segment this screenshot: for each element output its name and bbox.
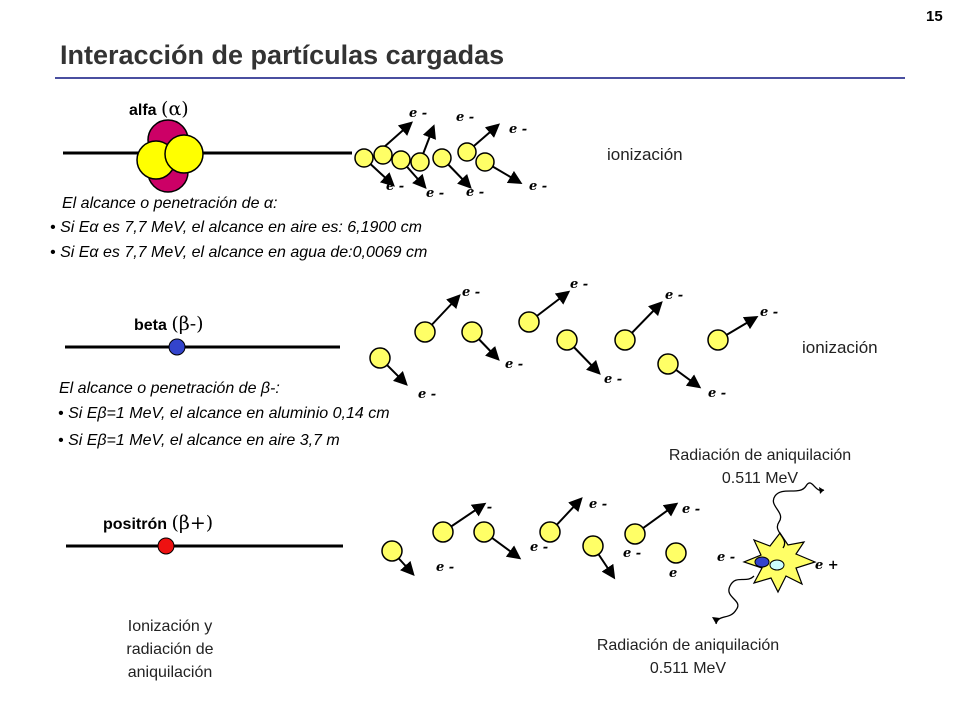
- alpha-bullet-text: Si Eα es 7,7 MeV, el alcance en aire es:…: [60, 219, 422, 236]
- annihilation-flash-icon: [742, 531, 817, 594]
- beta-bullet-text: Si Eβ=1 MeV, el alcance en aluminio 0,14…: [68, 405, 390, 422]
- electron-label: e -: [529, 179, 548, 194]
- electron-label: e -: [466, 185, 485, 200]
- electron-label: e -: [456, 110, 475, 125]
- alpha-bullet: • Si Eα es 7,7 MeV, el alcance en aire e…: [50, 219, 422, 237]
- positron-label-group: positrón (β+): [103, 512, 213, 534]
- electron-label: e -: [386, 179, 405, 194]
- electron-label: e -: [760, 305, 779, 320]
- bullet-icon: •: [58, 432, 64, 449]
- beta-bullet-text: Si Eβ=1 MeV, el alcance en aire 3,7 m: [68, 432, 340, 449]
- electron-label: e -: [530, 540, 549, 555]
- positron-result-line: Ionización y: [127, 618, 213, 635]
- electron-label: e -: [462, 285, 481, 300]
- beta-result: ionización: [802, 338, 878, 357]
- positron-label-text: positrón: [103, 516, 167, 533]
- alpha-symbol: (α): [161, 98, 189, 120]
- beta-range-title: El alcance o penetración de β-:: [59, 380, 280, 397]
- title-underline: [55, 77, 905, 79]
- beta-bullet: • Si Eβ=1 MeV, el alcance en aluminio 0,…: [58, 405, 390, 423]
- beta-label-text: beta: [134, 317, 167, 334]
- electron-label: e -: [474, 500, 493, 515]
- electron-label: e -: [505, 357, 524, 372]
- electron-label: e -: [509, 122, 528, 137]
- alpha-range-title: El alcance o penetración de α:: [62, 195, 278, 212]
- annihilation-caption-line: 0.511 MeV: [721, 470, 799, 487]
- annihilation-caption-line: Radiación de aniquilación: [668, 447, 852, 464]
- electron-label: e -: [409, 106, 428, 121]
- alpha-bullet: • Si Eα es 7,7 MeV, el alcance en agua d…: [50, 244, 427, 262]
- annihilation-bottom-caption: Radiación de aniquilación 0.511 MeV: [548, 634, 828, 680]
- positron-symbol: (β+): [171, 512, 214, 534]
- electron-label: e -: [426, 186, 445, 201]
- electron-label: e -: [717, 550, 736, 565]
- positron-label: e +: [815, 558, 839, 573]
- electron-label: e -: [708, 386, 727, 401]
- positron-result-line: aniquilación: [127, 664, 213, 681]
- slide-title: Interacción de partículas cargadas: [60, 40, 505, 70]
- beta-symbol: (β-): [171, 313, 204, 335]
- electron-label: e -: [589, 497, 608, 512]
- photon-wave-icon: [715, 482, 825, 625]
- electron-label: e -: [436, 560, 455, 575]
- electron-label: e -: [604, 372, 623, 387]
- positron-result-line: radiación de: [126, 641, 214, 658]
- electron-label: e -: [418, 387, 437, 402]
- photon-arrowheads-icon: [712, 487, 824, 624]
- annihilation-caption-line: Radiación de aniquilación: [596, 637, 780, 654]
- electron-label: e -: [623, 546, 642, 561]
- positron-particle-icon: [157, 537, 175, 555]
- electron-label: e: [669, 566, 678, 581]
- electron-label: e -: [682, 502, 701, 517]
- bullet-icon: •: [58, 405, 64, 422]
- beta-electrons-icon: [369, 290, 759, 389]
- annihilation-top-caption: Radiación de aniquilación 0.511 MeV: [620, 444, 900, 490]
- alpha-label: alfa (α): [129, 98, 189, 120]
- annihilation-caption-line: 0.511 MeV: [649, 660, 727, 677]
- alpha-electrons-icon: [354, 121, 523, 189]
- positron-result: Ionización y radiación de aniquilación: [100, 615, 240, 684]
- electron-label: e -: [665, 288, 684, 303]
- alpha-bullet-text: Si Eα es 7,7 MeV, el alcance en agua de:…: [60, 244, 428, 261]
- bullet-icon: •: [50, 244, 56, 261]
- positron-electrons-icon: [381, 497, 687, 580]
- page-number: 15: [926, 8, 943, 25]
- beta-bullet: • Si Eβ=1 MeV, el alcance en aire 3,7 m: [58, 432, 340, 450]
- beta-label: beta (β-): [134, 313, 204, 335]
- electron-label: e -: [570, 277, 589, 292]
- beta-particle-icon: [168, 338, 186, 356]
- alpha-label-text: alfa: [129, 102, 157, 119]
- bullet-icon: •: [50, 219, 56, 236]
- alpha-result: ionización: [607, 145, 683, 164]
- alpha-particle-icon: [136, 119, 204, 193]
